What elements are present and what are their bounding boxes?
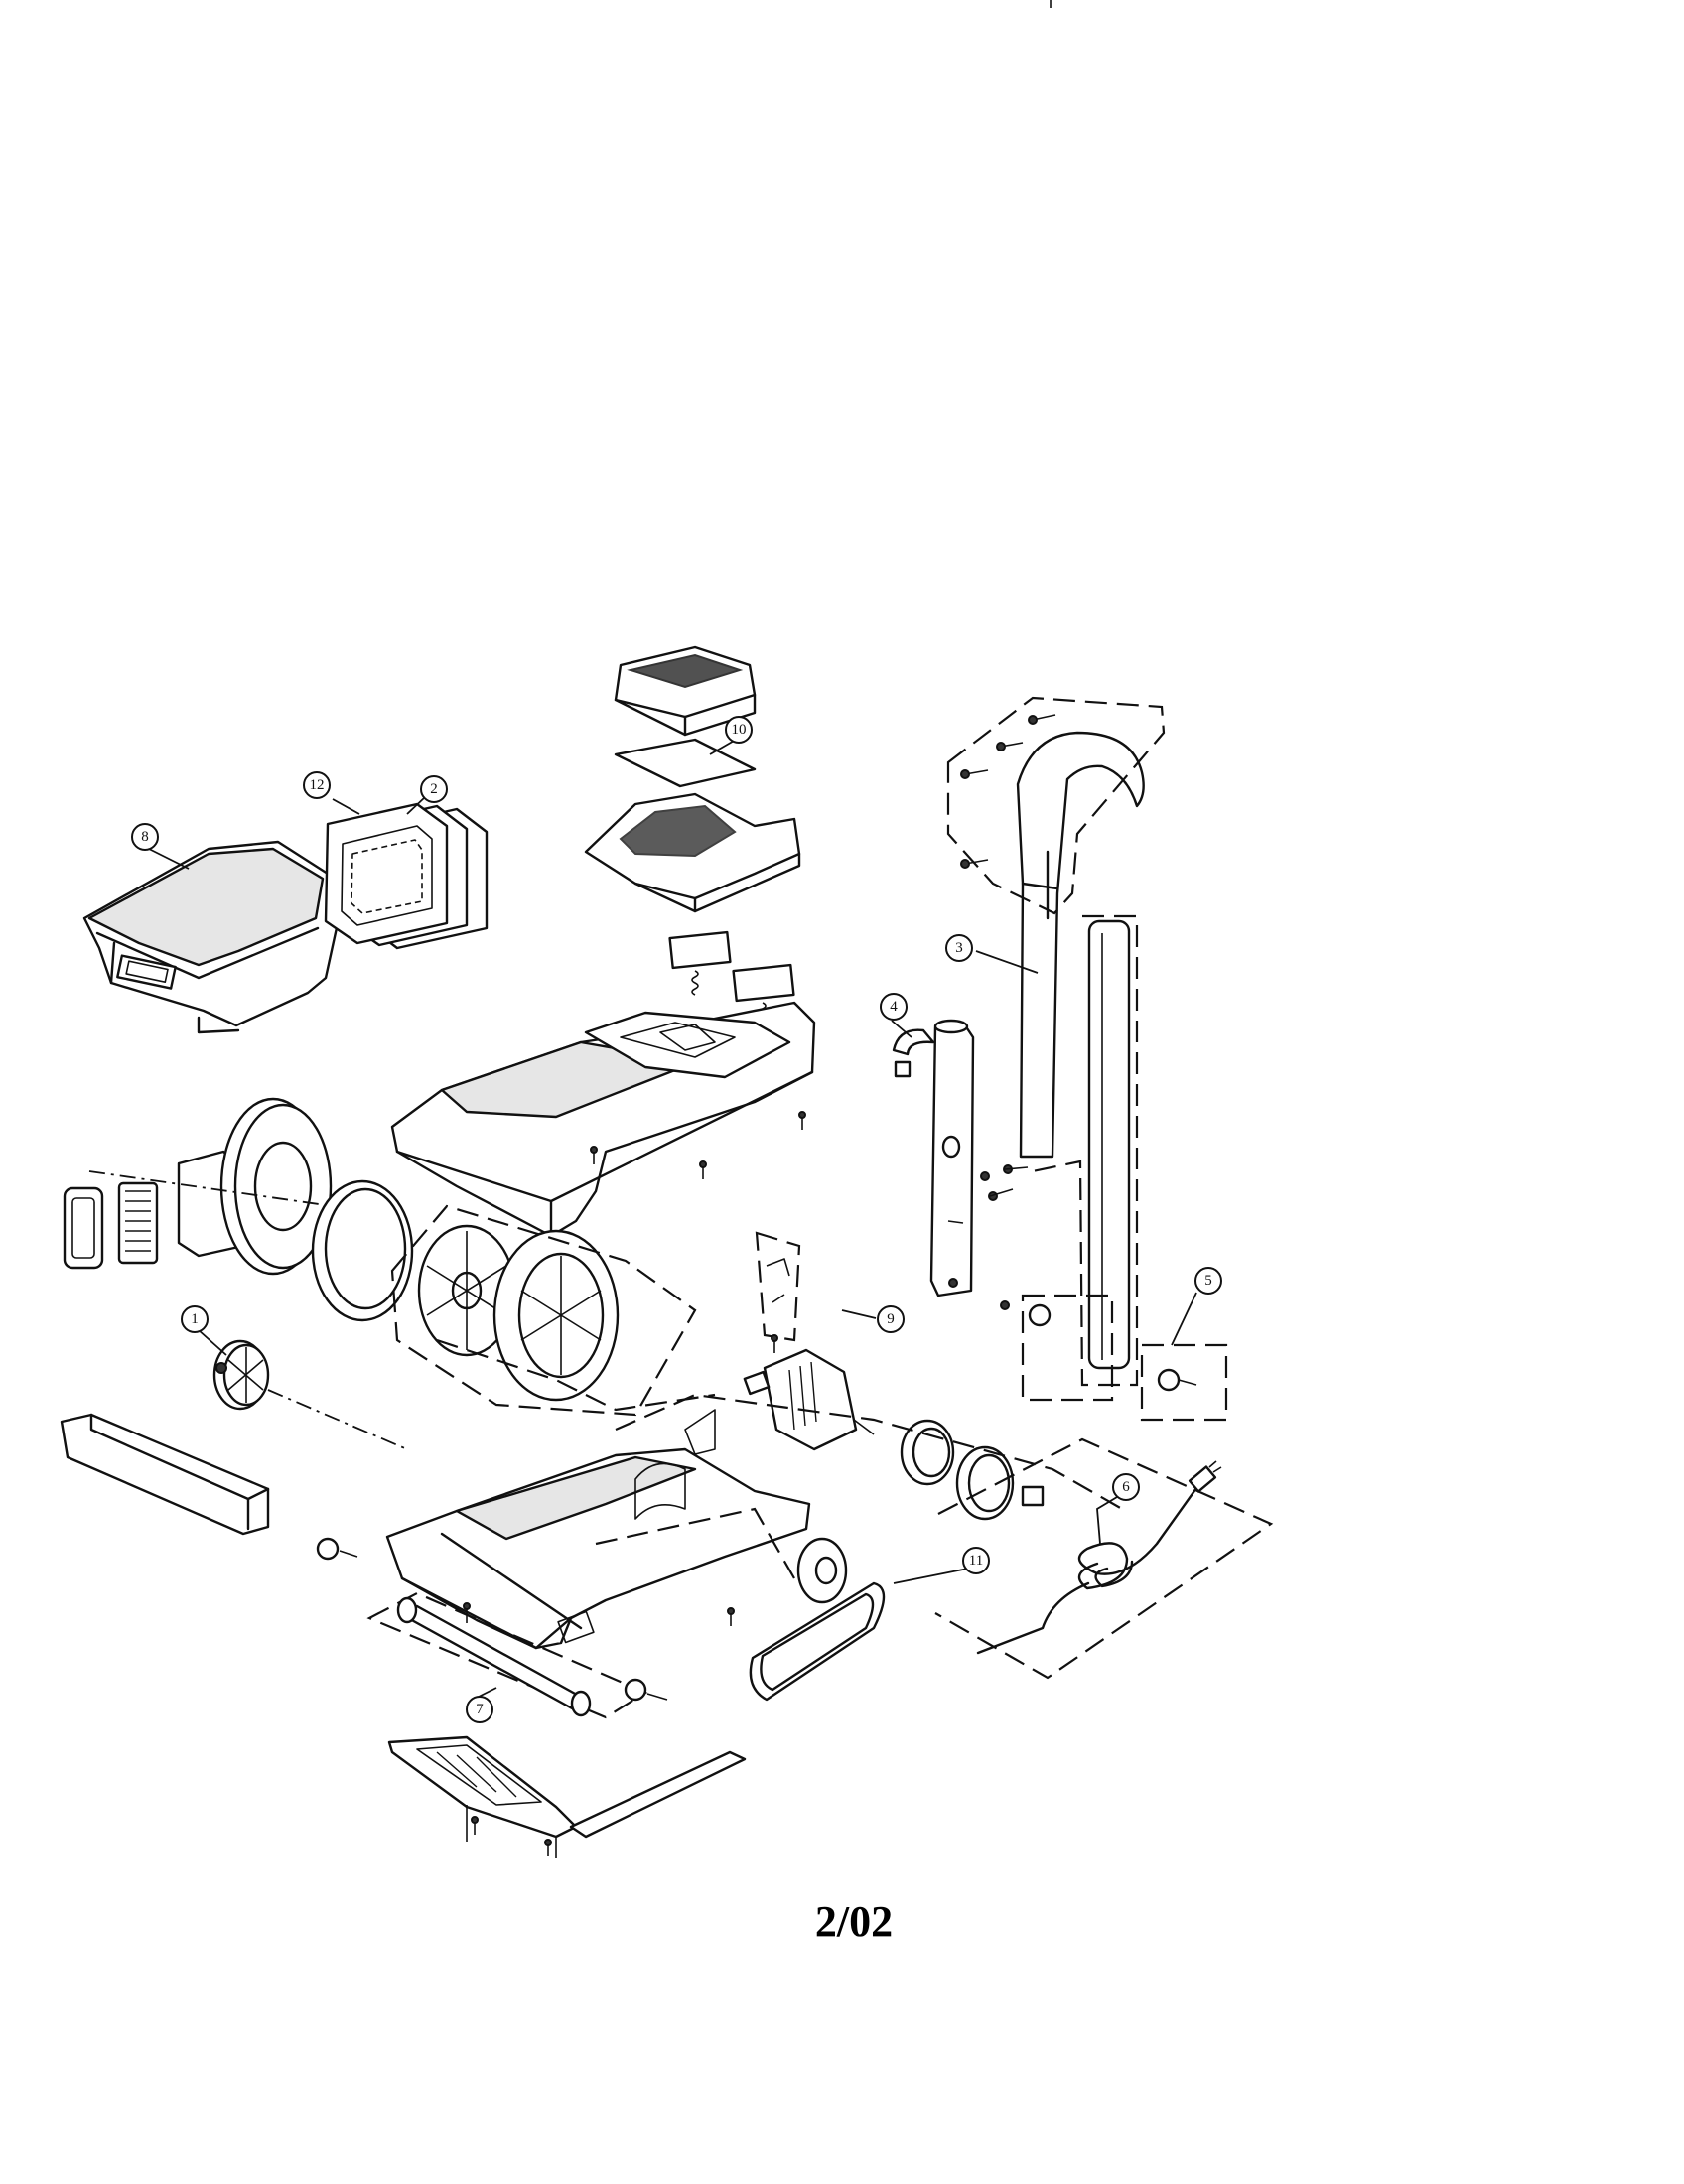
handle-tube-part <box>1087 919 1131 1370</box>
brushroll-part <box>316 1537 668 1719</box>
callout-2-label: 2 <box>430 781 438 797</box>
callout-4-label: 4 <box>890 999 898 1015</box>
motor-collars-part <box>900 1419 1045 1521</box>
callout-9: 9 <box>877 1305 905 1333</box>
lower-grille-housing-part <box>584 792 801 913</box>
callout-6: 6 <box>1112 1473 1140 1501</box>
impeller-part <box>417 1224 516 1357</box>
callout-10-label: 10 <box>732 722 747 738</box>
upper-handle-part <box>1016 731 1145 1159</box>
callout-6-label: 6 <box>1122 1479 1130 1495</box>
callout-7-label: 7 <box>476 1702 484 1717</box>
latch-springs-part <box>668 930 795 1027</box>
callout-11: 11 <box>962 1547 990 1574</box>
top-grille-cover-part <box>614 645 757 737</box>
callout-4: 4 <box>880 993 908 1021</box>
filter-pad-part <box>614 738 757 788</box>
callout-12-label: 12 <box>310 777 325 793</box>
motor-part <box>743 1348 875 1451</box>
handle-screws-part <box>960 714 1056 869</box>
callout-10: 10 <box>725 716 753 744</box>
callout-3: 3 <box>945 934 973 962</box>
page-code: 2/02 <box>814 1897 894 1946</box>
column-part <box>892 1019 990 1297</box>
callout-1-label: 1 <box>191 1311 199 1327</box>
callout-12: 12 <box>303 771 331 799</box>
callout-3-label: 3 <box>955 940 963 956</box>
callout-9-label: 9 <box>887 1311 895 1327</box>
motor-bracket-part <box>766 1258 790 1303</box>
callout-11-label: 11 <box>969 1553 983 1569</box>
callout-2: 2 <box>420 775 448 803</box>
belt-part <box>749 1581 886 1702</box>
seal-ring-part <box>311 1179 414 1322</box>
rear-wheel-part <box>796 1537 848 1604</box>
wheel-part <box>212 1339 408 1450</box>
misc-screws-part <box>463 1111 806 1856</box>
main-body-housing-part <box>390 1001 816 1238</box>
callout-7: 7 <box>466 1696 493 1723</box>
fan-housing-part <box>88 1097 368 1276</box>
callout-5-label: 5 <box>1204 1273 1212 1289</box>
bottom-plate-part <box>387 1735 747 1858</box>
bumper-part <box>60 1413 270 1536</box>
callout-8: 8 <box>131 823 159 851</box>
exhaust-filter-frames-part <box>63 1181 159 1270</box>
callout-5: 5 <box>1194 1267 1222 1295</box>
dirt-cup-part <box>82 840 340 1034</box>
power-cord-part <box>976 1460 1222 1655</box>
motor-cover-part <box>492 1229 620 1402</box>
tube-screws-part <box>988 1164 1197 1392</box>
base-part <box>385 1409 811 1650</box>
callout-8-label: 8 <box>141 829 149 845</box>
filter-stack-part <box>324 802 489 950</box>
callout-1: 1 <box>181 1305 209 1333</box>
